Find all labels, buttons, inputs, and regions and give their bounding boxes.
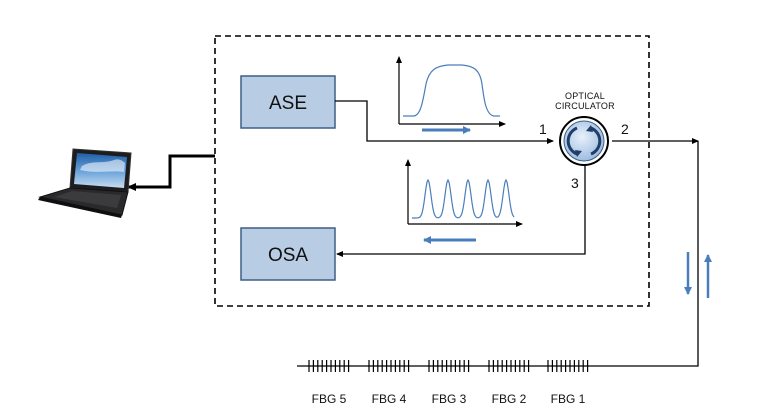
fbg-grating: FBG 1 <box>547 360 589 406</box>
laptop-icon <box>38 148 132 218</box>
osa-label: OSA <box>268 245 308 266</box>
osa-block: OSA <box>240 227 336 281</box>
bidirectional-signal-arrows <box>684 252 712 298</box>
optical-circulator: OPTICAL CIRCULATOR 1 2 3 <box>539 91 629 191</box>
fbg-array: FBG 5 FBG 4 FBG 3 FBG 2 FBG 1 <box>308 360 589 406</box>
fbg-label: FBG 4 <box>372 392 407 406</box>
instrument-enclosure <box>214 35 650 307</box>
fbg-grating: FBG 4 <box>368 360 410 406</box>
fbg-grating: FBG 5 <box>308 360 350 406</box>
reflected-spectrum-curve <box>412 178 515 219</box>
circulator-title-line1: OPTICAL <box>565 91 605 101</box>
ase-block: ASE <box>240 75 336 129</box>
laptop-connection-line <box>127 154 215 191</box>
fbg-label: FBG 1 <box>551 392 586 406</box>
fbg-label: FBG 2 <box>492 392 527 406</box>
circulator-port-1: 1 <box>539 121 547 137</box>
circulator-title-line2: CIRCULATOR <box>555 101 615 111</box>
fbg-label: FBG 5 <box>312 392 347 406</box>
ase-spectrum-curve <box>403 64 500 117</box>
fbg-grating: FBG 2 <box>488 360 530 406</box>
ase-spectrum-inset <box>396 56 506 134</box>
fbg-grating: FBG 3 <box>428 360 470 406</box>
circulator-to-osa-line <box>336 164 586 257</box>
reflected-spectrum-inset <box>405 159 523 244</box>
circulator-icon <box>559 116 609 166</box>
fiber-line <box>297 141 699 367</box>
fbg-label: FBG 3 <box>432 392 467 406</box>
circulator-port-2: 2 <box>621 121 629 137</box>
ase-label: ASE <box>269 93 307 114</box>
ase-to-circulator-line <box>335 100 554 144</box>
circulator-port-3: 3 <box>571 175 579 191</box>
